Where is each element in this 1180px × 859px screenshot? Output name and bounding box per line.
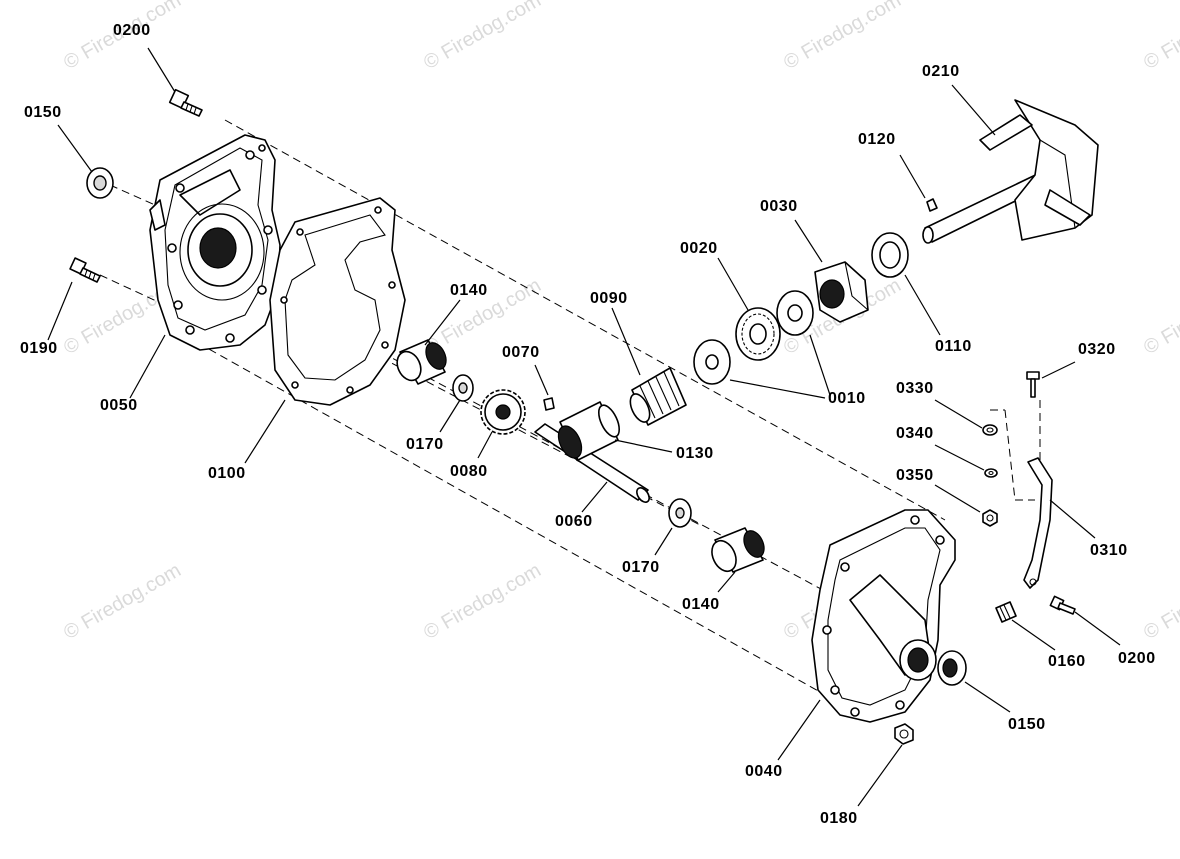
screw-0320: [1026, 371, 1040, 398]
label-0310: 0310: [1090, 542, 1128, 559]
label-0020: 0020: [680, 240, 718, 257]
washer-0330: [982, 424, 998, 436]
seal-0150-right: [937, 650, 967, 686]
label-0200-top: 0200: [113, 22, 151, 39]
thrust-bearing-0020: [735, 307, 781, 361]
pin-0120: [926, 198, 938, 212]
bolt-0200-top: [168, 88, 203, 117]
gasket-0100: [269, 197, 406, 406]
label-0170-lower: 0170: [622, 559, 660, 576]
housing-0050-left: [149, 134, 281, 351]
label-0100: 0100: [208, 465, 246, 482]
bushing-0140-upper: [396, 339, 447, 385]
label-0060: 0060: [555, 513, 593, 530]
seal-0150-left: [86, 167, 114, 199]
washer-0110: [871, 232, 909, 278]
label-0190: 0190: [20, 340, 58, 357]
label-0160: 0160: [1048, 653, 1086, 670]
label-0050: 0050: [100, 397, 138, 414]
label-0010: 0010: [828, 390, 866, 407]
nut-0350: [982, 509, 998, 527]
label-0120: 0120: [858, 131, 896, 148]
label-0080: 0080: [450, 463, 488, 480]
label-0170-upper: 0170: [406, 436, 444, 453]
worm-0090: [629, 367, 687, 426]
bushing-0140-lower: [711, 527, 765, 573]
bolt-0200-right: [1049, 595, 1076, 615]
label-0180: 0180: [820, 810, 858, 827]
label-0140-lower: 0140: [682, 596, 720, 613]
label-0330: 0330: [896, 380, 934, 397]
label-0070: 0070: [502, 344, 540, 361]
washer-0010-right: [776, 290, 814, 336]
label-0140-upper: 0140: [450, 282, 488, 299]
label-0350: 0350: [896, 467, 934, 484]
housing-0040-right: [811, 509, 956, 723]
washer-0010-left: [693, 339, 731, 385]
washer-0170-lower: [668, 498, 692, 528]
bolt-0190: [69, 257, 101, 283]
label-0110: 0110: [935, 338, 972, 355]
label-0030: 0030: [760, 198, 798, 215]
label-0130: 0130: [676, 445, 714, 462]
label-0040: 0040: [745, 763, 783, 780]
sleeve-0130: [557, 401, 621, 461]
key-0070: [543, 397, 555, 411]
label-0150-left: 0150: [24, 104, 62, 121]
washer-0170-upper: [452, 374, 474, 402]
impeller-0210: [922, 99, 1099, 244]
label-0090: 0090: [590, 290, 628, 307]
gear-0080: [480, 389, 526, 435]
leader-lines: [47, 47, 1121, 807]
label-0200-right: 0200: [1118, 650, 1156, 667]
bearing-block-0030: [814, 261, 869, 323]
label-0210: 0210: [922, 63, 960, 80]
label-0150-right: 0150: [1008, 716, 1046, 733]
lock-washer-0340: [984, 468, 998, 478]
label-0320: 0320: [1078, 341, 1116, 358]
label-0340: 0340: [896, 425, 934, 442]
bracket-0310: [1023, 457, 1053, 589]
nut-0180: [894, 723, 914, 745]
set-screw-0160: [995, 601, 1017, 623]
